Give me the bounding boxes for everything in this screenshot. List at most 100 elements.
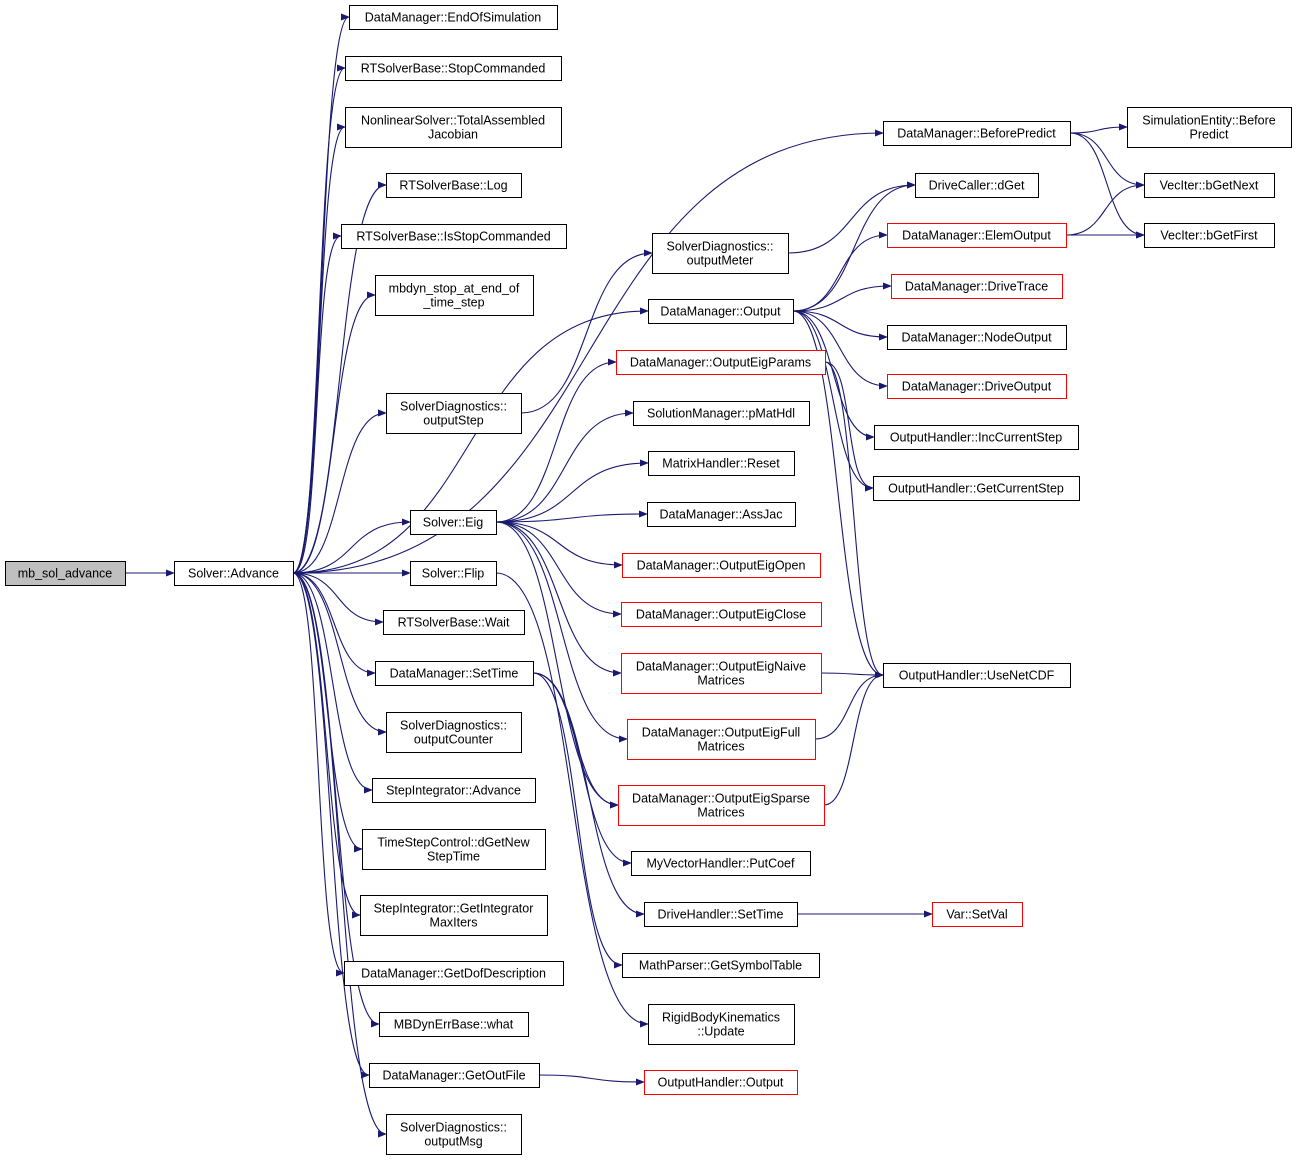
node-label: DataManager::OutputEigSparse	[632, 792, 810, 806]
node-dm_output[interactable]: DataManager::Output	[648, 299, 794, 324]
node-label: outputStep	[423, 414, 484, 428]
node-dm_endofsim[interactable]: DataManager::EndOfSimulation	[349, 5, 558, 30]
edge-solver_advance-to-rt_stopcommanded	[292, 64, 346, 574]
node-box	[652, 233, 789, 274]
node-oh_usenetcdf[interactable]: OutputHandler::UseNetCDF	[883, 663, 1071, 688]
node-sd_outputmsg[interactable]: SolverDiagnostics::outputMsg	[386, 1114, 522, 1155]
node-label: DriveCaller::dGet	[929, 179, 1025, 193]
node-label: OutputHandler::IncCurrentStep	[890, 431, 1062, 445]
edge-solver_advance-to-si_advance	[292, 572, 373, 794]
node-se_beforepredict[interactable]: SimulationEntity::BeforePredict	[1127, 107, 1292, 148]
node-box	[386, 393, 522, 434]
node-box	[372, 778, 536, 803]
edge-solver_advance-to-dm_getdofdesc	[292, 572, 345, 977]
node-label: _time_step	[422, 296, 484, 310]
node-box	[915, 173, 1039, 198]
node-mvh_putcoef[interactable]: MyVectorHandler::PutCoef	[631, 851, 811, 876]
node-box	[633, 401, 810, 426]
node-label: Var::SetVal	[946, 908, 1007, 922]
edge-dm_outputeigparams-to-oh_getcurrentstep	[824, 361, 874, 492]
node-mbdyn_stop[interactable]: mbdyn_stop_at_end_of_time_step	[375, 275, 534, 316]
edge-solver_advance-to-solver_eig	[292, 518, 411, 574]
edge-dm_outputeigparams-to-oh_usenetcdf	[824, 361, 884, 679]
node-dm_driveoutput[interactable]: DataManager::DriveOutput	[887, 374, 1067, 399]
node-label: StepIntegrator::GetIntegrator	[374, 902, 534, 916]
node-sd_outputmeter[interactable]: SolverDiagnostics::outputMeter	[652, 233, 789, 274]
node-dh_settime[interactable]: DriveHandler::SetTime	[644, 902, 798, 927]
edge-solver_eig-to-dm_outputeignaive	[495, 521, 622, 677]
node-label: RigidBodyKinematics	[662, 1011, 780, 1025]
edge-dm_output-to-dm_nodeoutput	[792, 310, 888, 341]
node-box	[345, 56, 562, 81]
node-var_setval[interactable]: Var::SetVal	[932, 902, 1023, 927]
node-box	[375, 661, 534, 686]
node-box	[622, 953, 820, 978]
edge-solver_advance-to-dm_getoutfile	[292, 572, 370, 1079]
node-solver_eig[interactable]: Solver::Eig	[410, 510, 497, 535]
edge-dm_output-to-dm_driveoutput	[792, 310, 888, 390]
edge-dm_outputeigfull-to-oh_usenetcdf	[814, 671, 884, 740]
node-rbk_update[interactable]: RigidBodyKinematics::Update	[648, 1004, 795, 1045]
node-oh_inccurrentstep[interactable]: OutputHandler::IncCurrentStep	[874, 425, 1079, 450]
node-dc_dget[interactable]: DriveCaller::dGet	[915, 173, 1039, 198]
node-label: Matrices	[697, 674, 744, 688]
node-rt_log[interactable]: RTSolverBase::Log	[386, 173, 522, 198]
node-box	[883, 121, 1071, 146]
node-label: DataManager::AssJac	[660, 508, 783, 522]
edge-solver_advance-to-dm_beforepredict	[292, 129, 884, 574]
edge-dm_settime-to-mvh_putcoef	[532, 672, 632, 867]
edge-solver_flip-to-rbk_update	[495, 572, 649, 1028]
node-mb_sol_advance[interactable]: mb_sol_advance	[5, 561, 126, 586]
edge-dm_beforepredict-to-veciter_bgetnext	[1069, 132, 1145, 189]
node-dm_nodeoutput[interactable]: DataManager::NodeOutput	[887, 325, 1067, 350]
node-dm_assjac[interactable]: DataManager::AssJac	[647, 502, 796, 527]
node-box	[379, 1012, 529, 1037]
node-label: SolverDiagnostics::	[400, 400, 507, 414]
node-label: Jacobian	[428, 128, 478, 142]
node-sd_outputstep[interactable]: SolverDiagnostics::outputStep	[386, 393, 522, 434]
node-dm_settime[interactable]: DataManager::SetTime	[375, 661, 534, 686]
node-label: Solver::Advance	[188, 567, 279, 581]
node-dm_getdofdesc[interactable]: DataManager::GetDofDescription	[344, 961, 564, 986]
edge-dm_output-to-oh_inccurrentstep	[792, 310, 875, 441]
node-sd_outputcounter[interactable]: SolverDiagnostics::outputCounter	[386, 712, 522, 753]
node-mp_getsymboltable[interactable]: MathParser::GetSymbolTable	[622, 953, 820, 978]
node-label: SolutionManager::pMatHdl	[647, 407, 795, 421]
node-label: DataManager::OutputEigFull	[642, 726, 800, 740]
node-si_advance[interactable]: StepIntegrator::Advance	[372, 778, 536, 803]
node-dm_outputeigparams[interactable]: DataManager::OutputEigParams	[616, 350, 826, 375]
node-box	[341, 224, 567, 249]
node-label: Matrices	[697, 740, 744, 754]
node-mh_reset[interactable]: MatrixHandler::Reset	[648, 451, 795, 476]
node-solver_flip[interactable]: Solver::Flip	[410, 561, 497, 586]
node-dm_beforepredict[interactable]: DataManager::BeforePredict	[883, 121, 1071, 146]
node-rt_stopcommanded[interactable]: RTSolverBase::StopCommanded	[345, 56, 562, 81]
node-dm_drivetrace[interactable]: DataManager::DriveTrace	[891, 274, 1063, 299]
node-dm_outputeigclose[interactable]: DataManager::OutputEigClose	[621, 602, 822, 627]
node-sm_pmathdl[interactable]: SolutionManager::pMatHdl	[633, 401, 810, 426]
edges-layer	[124, 13, 1145, 1138]
node-solver_advance[interactable]: Solver::Advance	[174, 561, 294, 586]
node-label: SolverDiagnostics::	[400, 1121, 507, 1135]
node-mberr_what[interactable]: MBDynErrBase::what	[379, 1012, 529, 1037]
node-label: DriveHandler::SetTime	[658, 908, 784, 922]
edge-sd_outputstep-to-sd_outputmeter	[520, 249, 653, 414]
node-label: DataManager::Output	[660, 305, 781, 319]
node-rt_isstopcommanded[interactable]: RTSolverBase::IsStopCommanded	[341, 224, 567, 249]
node-dm_elemoutput[interactable]: DataManager::ElemOutput	[887, 223, 1067, 248]
node-dm_getoutfile[interactable]: DataManager::GetOutFile	[369, 1063, 540, 1088]
edge-dm_settime-to-dm_outputeigsparse	[532, 672, 619, 809]
node-veciter_bgetnext[interactable]: VecIter::bGetNext	[1144, 173, 1275, 198]
node-oh_output[interactable]: OutputHandler::Output	[644, 1070, 798, 1095]
node-oh_getcurrentstep[interactable]: OutputHandler::GetCurrentStep	[873, 476, 1080, 501]
node-veciter_bgetfirst[interactable]: VecIter::bGetFirst	[1144, 223, 1275, 248]
node-dm_outputeigopen[interactable]: DataManager::OutputEigOpen	[622, 553, 821, 578]
node-rt_wait[interactable]: RTSolverBase::Wait	[383, 610, 525, 635]
